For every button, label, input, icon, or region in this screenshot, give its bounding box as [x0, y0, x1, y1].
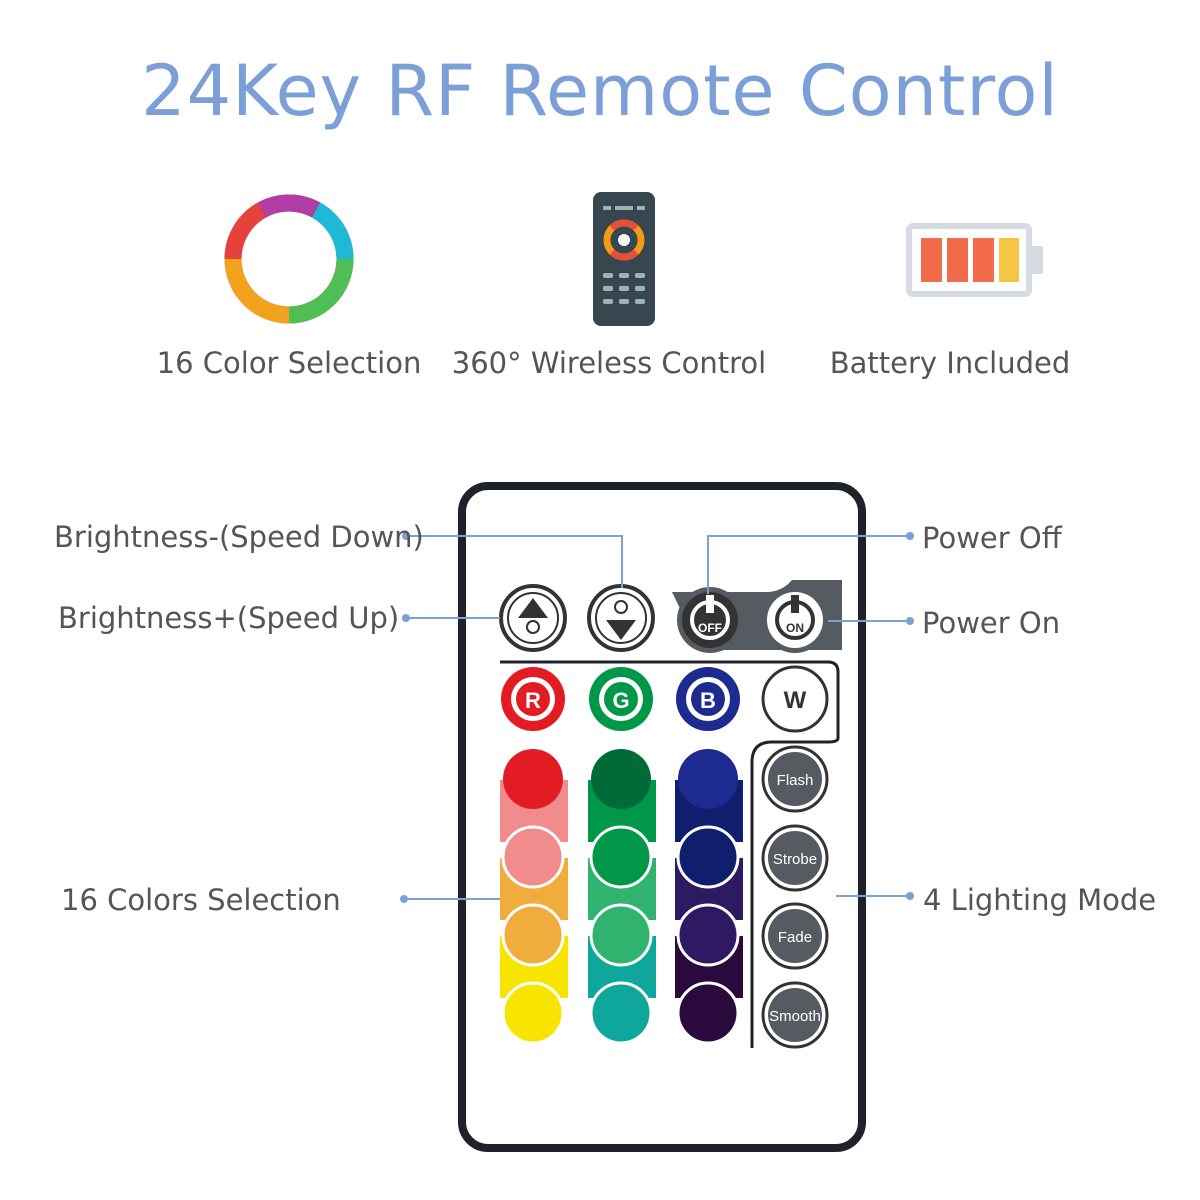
red-label: R: [525, 688, 541, 713]
feature-label-color: 16 Color Selection: [156, 346, 422, 380]
power-off-button[interactable]: OFF: [677, 587, 743, 653]
green-button[interactable]: G: [589, 667, 653, 731]
color-button[interactable]: [501, 903, 565, 967]
color-button[interactable]: [676, 825, 740, 889]
green-label: G: [612, 688, 629, 713]
smooth-button[interactable]: Smooth: [761, 981, 829, 1049]
color-button[interactable]: [589, 825, 653, 889]
arrow-up-icon: [518, 598, 548, 618]
fade-button[interactable]: Fade: [761, 902, 829, 970]
color-button[interactable]: [589, 903, 653, 967]
brightness-down-button[interactable]: [587, 584, 655, 652]
page-title: 24Key RF Remote Control: [141, 50, 1059, 132]
callout-power-on: Power On: [922, 606, 1061, 640]
color-ring-icon: [224, 194, 354, 324]
color-button[interactable]: [501, 825, 565, 889]
sun-icon: [526, 620, 540, 634]
mode-bracket: [500, 660, 840, 1048]
red-button[interactable]: R: [501, 667, 565, 731]
callout-power-off: Power Off: [922, 521, 1062, 555]
strobe-button[interactable]: Strobe: [761, 824, 829, 892]
arrow-down-icon: [606, 620, 636, 640]
color-button[interactable]: [676, 903, 740, 967]
smooth-label: Smooth: [769, 1008, 821, 1025]
color-button[interactable]: [591, 749, 651, 809]
white-button[interactable]: W: [761, 665, 829, 733]
power-on-button[interactable]: ON: [762, 587, 828, 653]
feature-label-battery: Battery Included: [829, 346, 1071, 380]
color-button[interactable]: [503, 749, 563, 809]
callout-brightness-down: Brightness-(Speed Down): [54, 520, 424, 554]
feature-label-wireless: 360° Wireless Control: [451, 346, 767, 380]
color-button[interactable]: [501, 981, 565, 1045]
strobe-label: Strobe: [773, 851, 817, 868]
blue-label: B: [700, 688, 716, 713]
callout-lines: [404, 535, 910, 900]
brightness-up-button[interactable]: [499, 584, 567, 652]
blue-button[interactable]: B: [676, 667, 740, 731]
flash-label: Flash: [777, 772, 814, 789]
color-button[interactable]: [589, 981, 653, 1045]
callout-dots: [400, 532, 914, 903]
power-on-label: ON: [786, 621, 804, 635]
white-label: W: [784, 687, 807, 714]
color-button[interactable]: [678, 749, 738, 809]
battery-icon: [906, 223, 1043, 297]
fade-label: Fade: [778, 929, 812, 946]
callout-colors: 16 Colors Selection: [61, 883, 341, 917]
callout-brightness-up: Brightness+(Speed Up): [58, 601, 400, 635]
sun-icon: [614, 600, 628, 614]
color-button[interactable]: [676, 981, 740, 1045]
power-off-label: OFF: [698, 621, 722, 635]
callout-modes: 4 Lighting Mode: [923, 883, 1157, 917]
remote-icon: [593, 192, 655, 326]
flash-button[interactable]: Flash: [761, 745, 829, 813]
